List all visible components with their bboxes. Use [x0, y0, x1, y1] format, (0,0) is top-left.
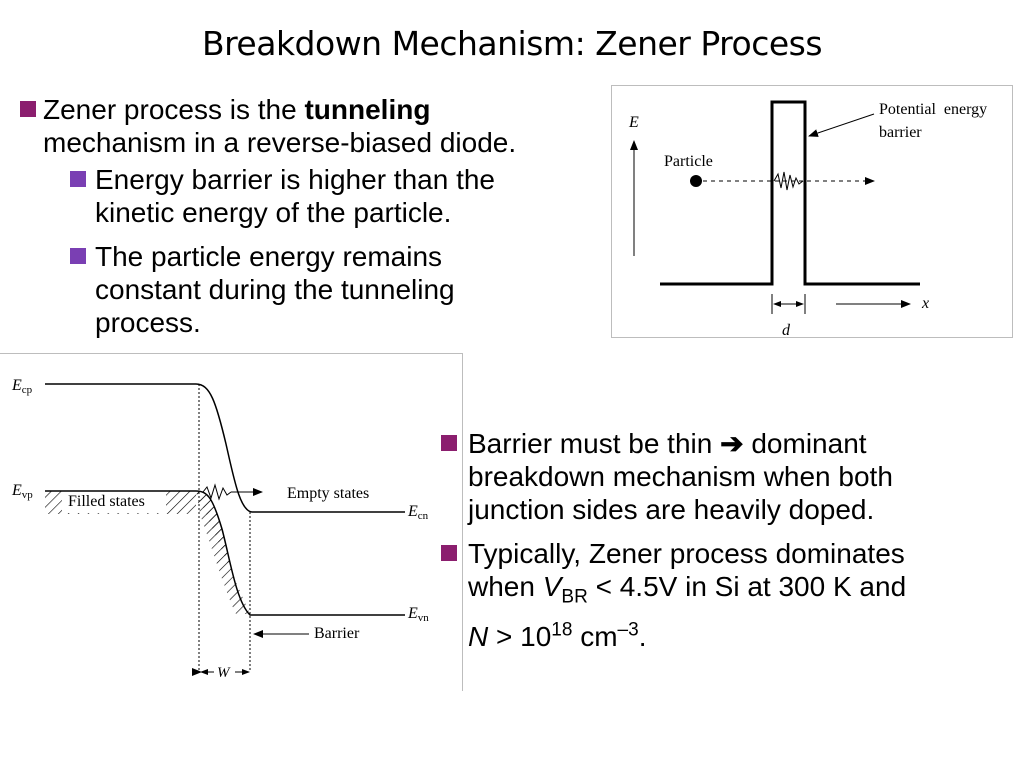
- bullet-text-line: when VBR < 4.5V in Si at 300 K and: [468, 571, 907, 608]
- bullet-text-line: The particle energy remains: [95, 241, 443, 272]
- valence-hatch-region: [196, 491, 250, 614]
- ecp-label: Ecp: [11, 377, 33, 396]
- right-arrow-icon: ➔: [720, 428, 744, 459]
- potential-barrier-diagram: E Particle Potential energy barrier d x: [628, 100, 987, 339]
- conduction-band-edge: [45, 383, 405, 513]
- bullet-text-line: junction sides are heavily doped.: [468, 494, 875, 525]
- bullet-text-line: N > 1018 cm–3.: [468, 619, 647, 652]
- tunneling-wave: [202, 483, 232, 501]
- sub-bullet-energy-barrier: Energy barrier is higher than the kineti…: [20, 163, 620, 229]
- bullet-text-line: Typically, Zener process dominates: [468, 538, 905, 569]
- filled-states-label-bg: [62, 489, 166, 513]
- barrier-label-line1: Potential energy: [879, 101, 987, 118]
- barrier-outline: [660, 100, 920, 286]
- bullet-text-line: constant during the tunneling: [95, 274, 455, 305]
- tunneling-wave: [773, 171, 804, 191]
- valence-band-edge: [45, 490, 405, 616]
- bullet-text-line: process.: [95, 307, 201, 338]
- bullet-square-icon: [70, 248, 86, 264]
- width-arrow-right: [796, 301, 804, 307]
- particle-dot: [690, 175, 702, 187]
- particle-label: Particle: [664, 153, 713, 170]
- bullet-text-line: mechanism in a reverse-biased diode.: [43, 127, 517, 158]
- ecn-label: Ecn: [407, 503, 429, 522]
- bullet-text-line: kinetic energy of the particle.: [95, 197, 452, 228]
- x-axis-label: x: [921, 295, 929, 312]
- energy-axis-label: E: [628, 114, 639, 131]
- barrier-label-line2: barrier: [879, 124, 922, 141]
- barrier-label: Barrier: [314, 625, 360, 642]
- filled-states-label: Filled states: [68, 493, 145, 510]
- empty-states-label: Empty states: [287, 485, 369, 502]
- bullet-square-icon: [441, 435, 457, 451]
- evp-label: Evp: [11, 482, 33, 501]
- bullet-square-icon: [441, 545, 457, 561]
- bullet-square-icon: [20, 101, 36, 117]
- w-label: W: [217, 665, 231, 681]
- band-diagram-figure: Ecp Evp Ecn Evn Filled states Empty stat…: [0, 353, 463, 691]
- slide-title: Breakdown Mechanism: Zener Process: [201, 24, 823, 63]
- bottom-bullets: Barrier must be thin ➔ dominant breakdow…: [441, 427, 1021, 653]
- bullet-zener-dominates: Typically, Zener process dominates when …: [441, 537, 1021, 653]
- evn-label: Evn: [407, 605, 429, 624]
- width-label: d: [782, 322, 791, 337]
- band-diagram: Ecp Evp Ecn Evn Filled states Empty stat…: [11, 377, 429, 681]
- bullet-text-line: breakdown mechanism when both: [468, 461, 893, 492]
- bullet-zener-tunneling: Zener process is the tunneling mechanism…: [20, 93, 620, 159]
- bullet-square-icon: [70, 171, 86, 187]
- bullet-text-line: Energy barrier is higher than the: [95, 164, 495, 195]
- barrier-pointer: [808, 113, 875, 137]
- bullet-text-line: Barrier must be thin ➔ dominant: [468, 428, 867, 459]
- sub-bullet-particle-energy: The particle energy remains constant dur…: [20, 240, 620, 339]
- w-arrow-right: [242, 669, 250, 675]
- top-bullets: Zener process is the tunneling mechanism…: [20, 93, 620, 339]
- bullet-thin-barrier: Barrier must be thin ➔ dominant breakdow…: [441, 427, 1021, 526]
- width-arrow-left: [773, 301, 781, 307]
- potential-barrier-figure: E Particle Potential energy barrier d x: [611, 85, 1013, 339]
- bullet-text: Zener process is the tunneling: [43, 94, 431, 125]
